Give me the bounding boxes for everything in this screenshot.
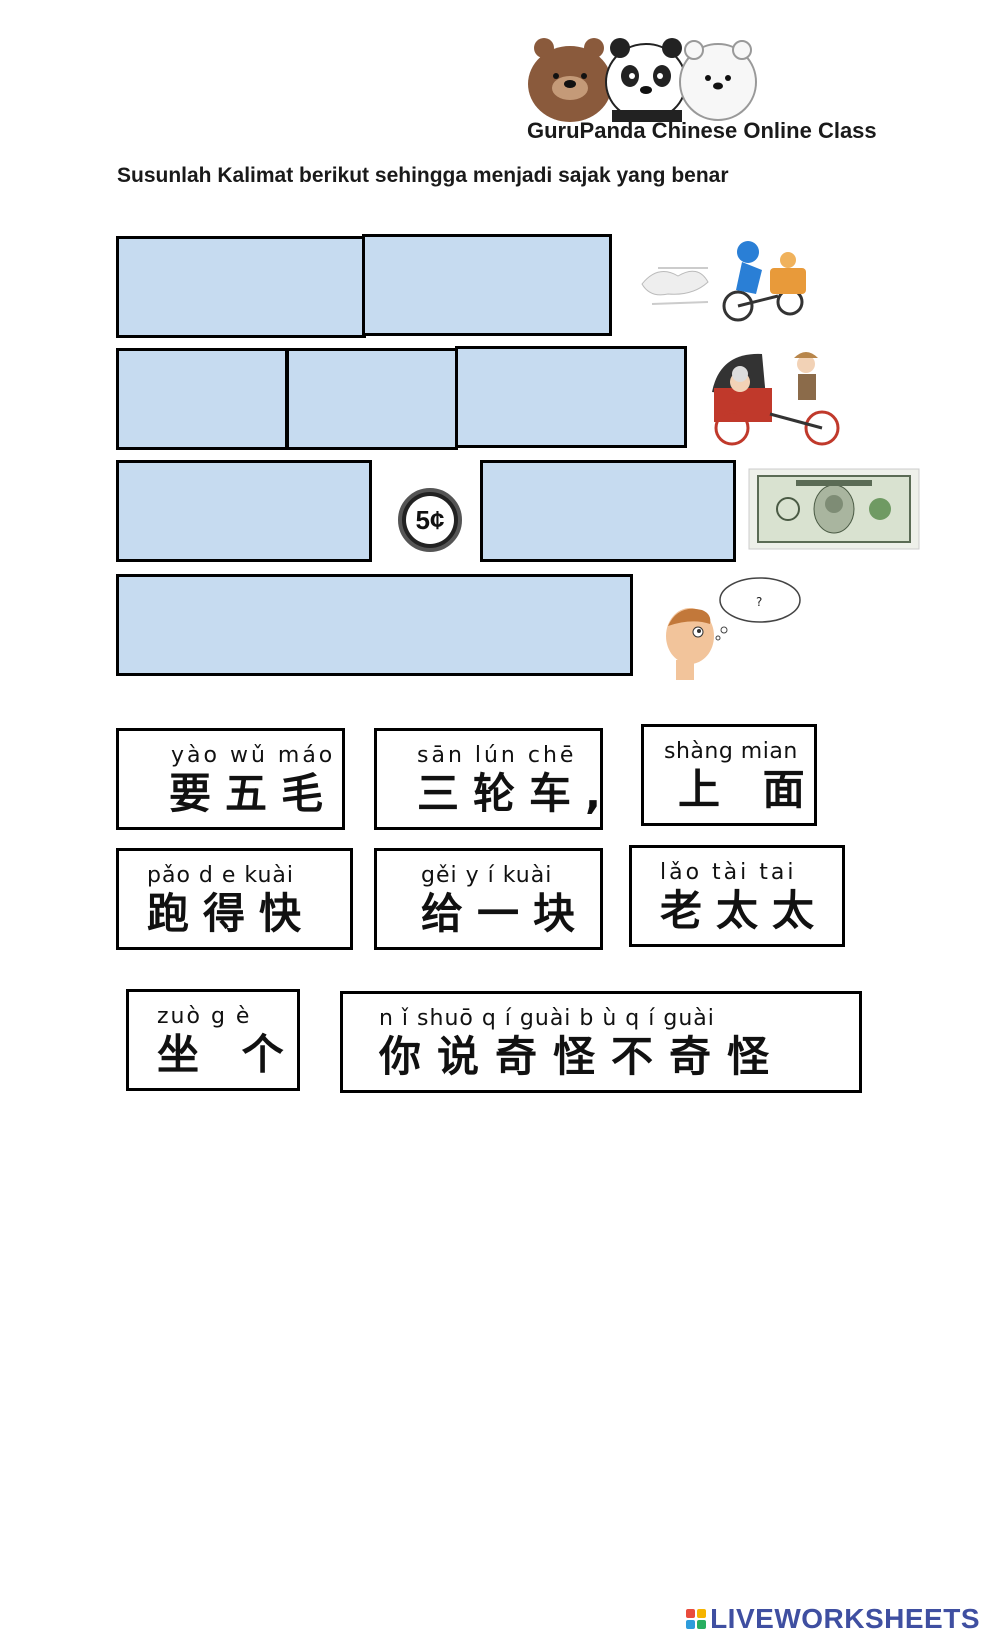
word-card-pao-de-kuai[interactable]: pǎo d e kuài 跑得快 bbox=[116, 848, 353, 950]
answer-slot-2-2[interactable] bbox=[286, 348, 458, 450]
pinyin-label: pǎo d e kuài bbox=[147, 863, 294, 888]
tricycle-old-woman-image bbox=[712, 352, 840, 446]
answer-slot-1-2[interactable] bbox=[362, 234, 612, 336]
word-card-gei-yi-kuai[interactable]: gěi y í kuài 给一块 bbox=[374, 848, 603, 950]
pinyin-label: lǎo tài tai bbox=[660, 860, 797, 885]
pinyin-label: gěi y í kuài bbox=[421, 863, 553, 888]
hanzi-label: 要五毛 bbox=[169, 769, 338, 818]
pinyin-label: n ǐ shuō q í guài b ù q í guài bbox=[379, 1006, 715, 1031]
hanzi-label: 坐 个 bbox=[157, 1030, 298, 1079]
hanzi-label: 给一块 bbox=[421, 889, 590, 938]
answer-slot-4-1[interactable] bbox=[116, 574, 633, 676]
pinyin-label: yào wǔ máo bbox=[171, 743, 336, 768]
word-card-zuo-ge[interactable]: zuò g è 坐 个 bbox=[126, 989, 300, 1091]
answer-slot-1-1[interactable] bbox=[116, 236, 366, 338]
answer-slot-2-3[interactable] bbox=[455, 346, 687, 448]
dollar-bill-image bbox=[748, 468, 920, 550]
liveworksheets-logo[interactable]: LIVEWORKSHEETS bbox=[686, 1603, 980, 1635]
pinyin-label: sān lún chē bbox=[417, 743, 577, 768]
liveworksheets-icon bbox=[686, 1609, 707, 1629]
we-bare-bears-logo bbox=[528, 38, 757, 122]
liveworksheets-text: LIVEWORKSHEETS bbox=[710, 1603, 980, 1634]
thought-mark: ? bbox=[756, 595, 762, 609]
five-cent-coin-icon: 5¢ bbox=[398, 488, 462, 552]
pinyin-label: shàng mian bbox=[664, 739, 798, 764]
pinyin-label: zuò g è bbox=[157, 1004, 252, 1029]
confused-man-image: ? bbox=[666, 577, 801, 680]
hanzi-label: 上 面 bbox=[678, 765, 819, 814]
answer-slot-2-1[interactable] bbox=[116, 348, 288, 450]
word-card-lao-tai-tai[interactable]: lǎo tài tai 老太太 bbox=[629, 845, 845, 947]
hanzi-label: 三轮车, bbox=[417, 769, 615, 818]
hanzi-label: 老太太 bbox=[660, 886, 829, 935]
word-card-yao-wu-mao[interactable]: yào wǔ máo 要五毛 bbox=[116, 728, 345, 830]
answer-slot-3-1[interactable] bbox=[116, 460, 372, 562]
answer-slot-3-2[interactable] bbox=[480, 460, 736, 562]
instruction-text: Susunlah Kalimat berikut sehingga menjad… bbox=[117, 164, 729, 187]
coin-label: 5¢ bbox=[406, 496, 454, 544]
word-card-ni-shuo-qi-guai[interactable]: n ǐ shuō q í guài b ù q í guài 你说奇怪不奇怪 bbox=[340, 991, 862, 1093]
running-rickshaw-image bbox=[641, 241, 806, 322]
hanzi-label: 你说奇怪不奇怪 bbox=[379, 1032, 786, 1081]
word-card-san-lun-che[interactable]: sān lún chē 三轮车, bbox=[374, 728, 603, 830]
hanzi-label: 跑得快 bbox=[147, 889, 316, 938]
word-card-shang-mian[interactable]: shàng mian 上 面 bbox=[641, 724, 817, 826]
brand-title: GuruPanda Chinese Online Class bbox=[527, 118, 877, 143]
